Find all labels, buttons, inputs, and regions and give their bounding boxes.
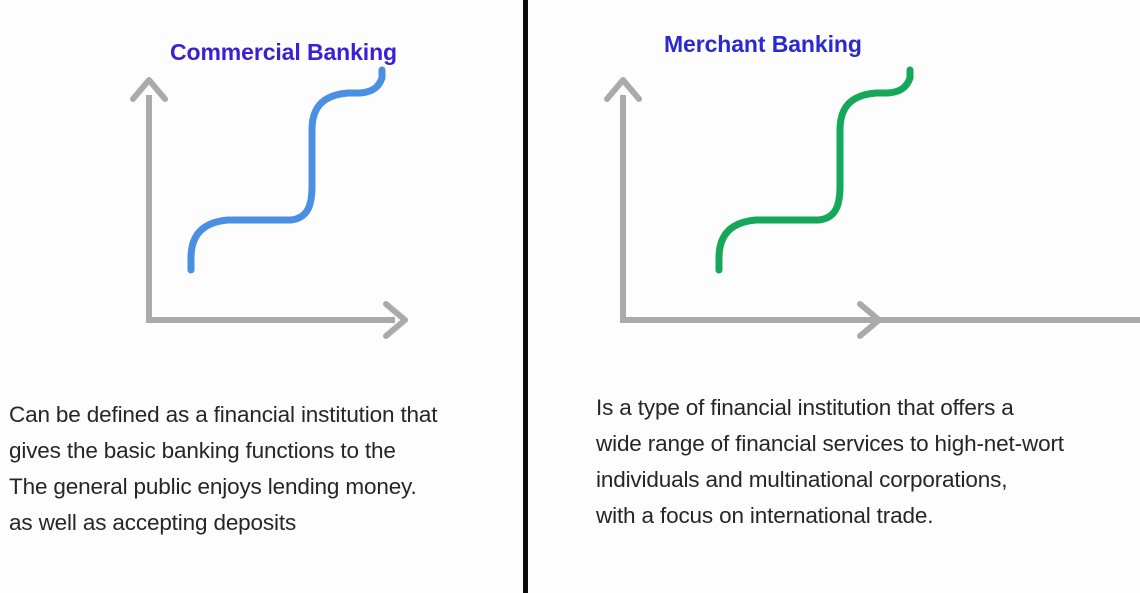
page-title-commercial-banking: Commercial Banking xyxy=(170,39,397,65)
merchant-banking-chart xyxy=(604,66,1140,339)
commercial-banking-description: Can be defined as a financial institutio… xyxy=(9,402,438,535)
y-axis-arrowhead-icon xyxy=(604,77,642,102)
merchant-banking-description: Is a type of financial institution that … xyxy=(596,395,1064,528)
page-title-merchant-banking: Merchant Banking xyxy=(664,31,862,57)
y-axis-arrowhead-icon xyxy=(130,77,168,102)
panel-commercial-banking: Commercial Banking Can be defined as a f… xyxy=(0,0,523,593)
vertical-divider xyxy=(523,0,528,593)
panel-merchant-banking: Merchant Banking Is a type of financial … xyxy=(528,0,1140,593)
commercial-banking-curve xyxy=(187,66,386,274)
x-axis-arrowhead-icon xyxy=(383,301,408,339)
commercial-banking-chart xyxy=(130,66,408,339)
merchant-banking-curve xyxy=(715,66,914,274)
x-axis-arrowhead-icon xyxy=(857,301,882,339)
